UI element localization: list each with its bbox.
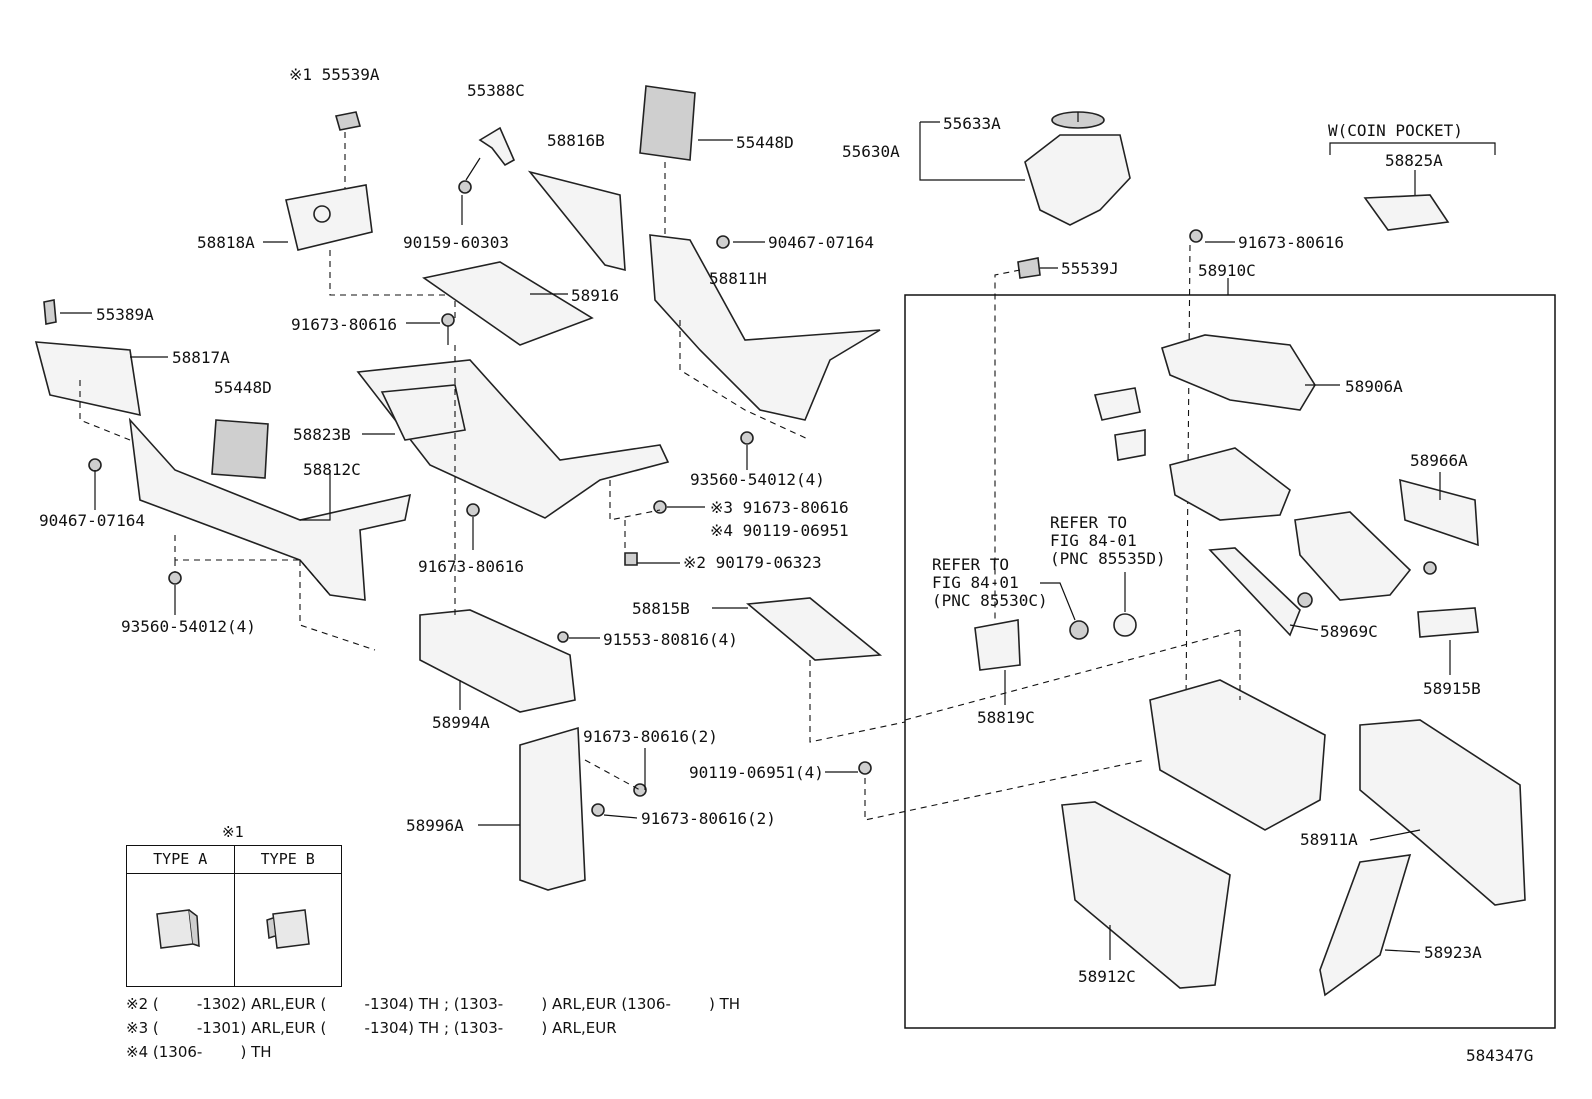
part-55630A-shape (1024, 134, 1131, 226)
label-90159-60303: 90159-60303 (403, 233, 509, 252)
label-91673-80616-d: 91673-80616(2) (641, 809, 776, 828)
figure-number: 584347G (1466, 1046, 1534, 1065)
label-refer2-l3: (PNC 85530C) (932, 591, 1048, 610)
leader-lines (60, 112, 1451, 960)
label-55630A: 55630A (842, 142, 900, 161)
console-box-shape (1149, 679, 1326, 831)
label-91673-80616-x3: ※3 91673-80616 (710, 498, 849, 517)
part-58923A-shape (1319, 854, 1412, 997)
part-58816B-shape (527, 170, 626, 272)
label-58811H: 58811H (709, 269, 767, 288)
part-58912C-shape (1061, 801, 1231, 989)
part-55539A-shape (334, 111, 362, 131)
part-58825A-shape (1363, 194, 1450, 231)
label-refer2-l1: REFER TO (932, 555, 1009, 574)
label-55633A: 55633A (943, 114, 1001, 133)
label-58817A: 58817A (172, 348, 230, 367)
label-58825A: 58825A (1385, 151, 1443, 170)
part-55388C-shape (478, 126, 516, 167)
label-58812C: 58812C (303, 460, 361, 479)
label-55539J: 55539J (1061, 259, 1119, 278)
label-58823B: 58823B (293, 425, 351, 444)
screw-90159-shape (458, 180, 472, 194)
part-55448D-left-shape (211, 419, 269, 479)
label-93560-54012-left: 93560-54012(4) (121, 617, 256, 636)
label-55539A: ※1 55539A (289, 65, 380, 84)
part-58915B-shape (1417, 607, 1479, 638)
label-coin-pocket: W(COIN POCKET) (1328, 121, 1463, 140)
label-58815B: 58815B (632, 599, 690, 618)
type-a-cell (127, 874, 235, 986)
label-58906A: 58906A (1345, 377, 1403, 396)
label-90179-06323-x2: ※2 90179-06323 (683, 553, 822, 572)
type-a-clip-icon (156, 909, 200, 949)
label-58819C: 58819C (977, 708, 1035, 727)
type-table-title: ※1 (222, 823, 244, 841)
label-91673-80616-b: 91673-80616 (418, 557, 524, 576)
label-55389A: 55389A (96, 305, 154, 324)
part-58812C-shape (128, 417, 412, 601)
part-58819C-shape (974, 619, 1021, 671)
part-58815B-shape (746, 597, 883, 661)
coin-pocket-bracket (1329, 142, 1496, 155)
part-58811H-shape (649, 234, 881, 421)
label-58912C: 58912C (1078, 967, 1136, 986)
footnote-4: ※4 (1306- ) TH (126, 1043, 272, 1061)
label-91553-80816: 91553-80816(4) (603, 630, 738, 649)
label-58996A: 58996A (406, 816, 464, 835)
label-58818A: 58818A (197, 233, 255, 252)
label-58969C: 58969C (1320, 622, 1378, 641)
part-58817A-shape (34, 341, 141, 417)
type-a-header: TYPE A (127, 846, 235, 873)
label-90119-06951-mid: 90119-06951(4) (689, 763, 824, 782)
label-90467-07164-top: 90467-07164 (768, 233, 874, 252)
part-58969C-shape (1208, 547, 1301, 637)
label-93560-54012-right: 93560-54012(4) (690, 470, 825, 489)
label-55388C: 55388C (467, 81, 525, 100)
part-55539J-shape (1017, 257, 1041, 279)
label-refer2-l2: FIG 84-01 (932, 573, 1019, 592)
footnote-3: ※3 ( -1301) ARL,EUR ( -1304) TH ; (1303-… (126, 1019, 617, 1037)
part-58966A-shape (1399, 478, 1479, 547)
label-55448D-left: 55448D (214, 378, 272, 397)
label-58916: 58916 (571, 286, 619, 305)
type-table: TYPE A TYPE B (126, 845, 342, 987)
label-91673-80616-a: 91673-80616 (291, 315, 397, 334)
part-55448D-top-shape (639, 85, 696, 161)
footnote-2: ※2 ( -1302) ARL,EUR ( -1304) TH ; (1303-… (126, 995, 741, 1013)
part-labels: ※1 55539A 55388C 58816B 55448D 58818A 90… (39, 65, 1482, 986)
label-58966A: 58966A (1410, 451, 1468, 470)
label-refer1-l3: (PNC 85535D) (1050, 549, 1166, 568)
assembly-frame-58910C (904, 294, 1556, 1029)
label-58923A: 58923A (1424, 943, 1482, 962)
part-58906A-shape (1161, 334, 1316, 411)
label-58910C: 58910C (1198, 261, 1256, 280)
footnotes: ※2 ( -1302) ARL,EUR ( -1304) TH ; (1303-… (126, 992, 740, 1064)
label-58816B: 58816B (547, 131, 605, 150)
label-91673-80616-e: 91673-80616 (1238, 233, 1344, 252)
part-58916-shape (422, 261, 594, 346)
label-58911A: 58911A (1300, 830, 1358, 849)
label-90119-06951-x4: ※4 90119-06951 (710, 521, 849, 540)
part-58994A-shape (419, 609, 576, 713)
label-58994A: 58994A (432, 713, 490, 732)
label-refer1-l1: REFER TO (1050, 513, 1127, 532)
part-58996A-shape (519, 726, 586, 891)
type-b-clip-icon (265, 909, 310, 949)
part-55389A-shape (43, 299, 57, 325)
type-b-cell (235, 874, 342, 986)
label-90467-07164-left: 90467-07164 (39, 511, 145, 530)
label-55448D-top: 55448D (736, 133, 794, 152)
label-91673-80616-c: 91673-80616(2) (583, 727, 718, 746)
part-58911A-shape (1359, 719, 1526, 906)
type-b-header: TYPE B (260, 850, 315, 868)
label-58915B: 58915B (1423, 679, 1481, 698)
label-refer1-l2: FIG 84-01 (1050, 531, 1137, 550)
